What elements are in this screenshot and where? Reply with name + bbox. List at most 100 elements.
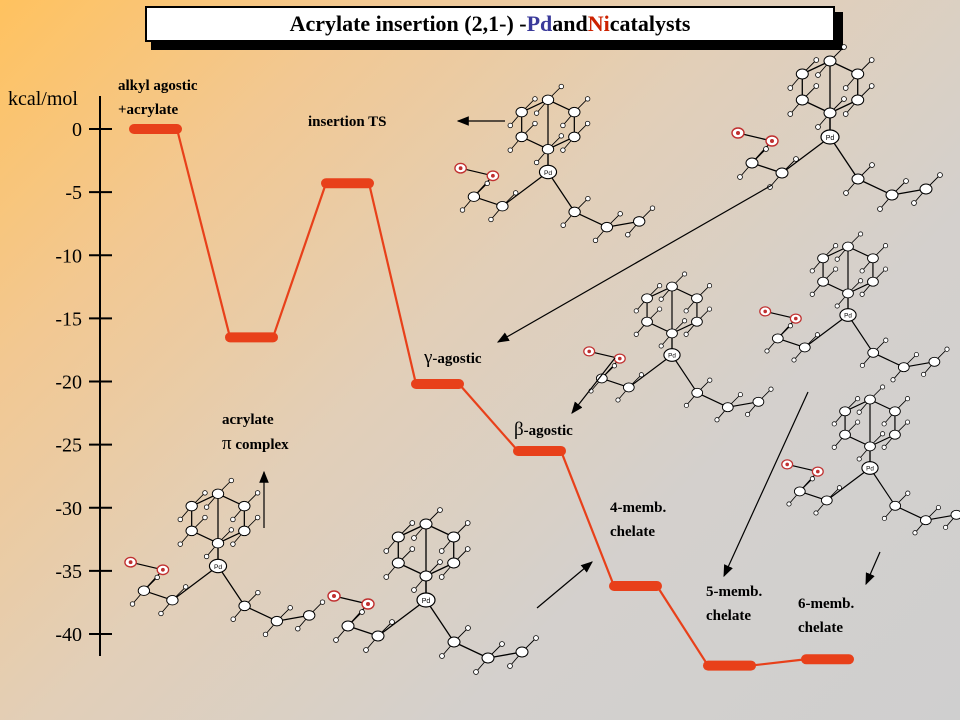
- carbon-atom: [839, 406, 851, 417]
- label-gamma-agostic: γ-agostic: [424, 346, 482, 371]
- hydrogen-atom: [881, 515, 887, 521]
- hydrogen-atom: [533, 110, 540, 116]
- label-5-memb-chelate: 5-memb. chelate: [706, 580, 762, 628]
- hydrogen-atom: [943, 524, 949, 530]
- hydrogen-atom: [409, 546, 416, 552]
- title-and: and: [552, 11, 588, 36]
- hydrogen-atom: [858, 278, 864, 284]
- bond: [502, 171, 549, 207]
- hydrogen-atom: [558, 83, 564, 90]
- carbon-atom: [885, 189, 899, 201]
- hydrogen-atom: [533, 635, 539, 641]
- hydrogen-atom: [833, 243, 839, 249]
- carbon-atom: [641, 293, 653, 304]
- hydrogen-atom: [409, 520, 416, 526]
- molecule-alkyl-agostic: Pd: [731, 44, 943, 212]
- hydrogen-atom: [858, 231, 864, 237]
- y-tick-label: -35: [55, 561, 82, 583]
- carbon-atom: [867, 276, 879, 287]
- hydrogen-atom: [841, 44, 847, 50]
- hydrogen-atom: [615, 397, 621, 403]
- hydrogen-atom: [880, 431, 886, 437]
- metal-atom: [208, 558, 228, 574]
- hydrogen-atom: [465, 625, 471, 631]
- hydrogen-atom: [869, 162, 875, 168]
- label-gamma-greek: γ: [424, 347, 433, 368]
- carbon-atom: [391, 531, 405, 543]
- hydrogen-atom: [809, 291, 815, 297]
- y-axis-unit-label: kcal/mol: [8, 88, 78, 110]
- hydrogen-atom: [786, 501, 792, 507]
- carbon-atom: [568, 206, 581, 218]
- metal-atom-label: Pd: [844, 313, 852, 320]
- hydrogen-atom: [359, 609, 365, 615]
- hydrogen-atom: [230, 541, 236, 547]
- profile-connector: [559, 450, 616, 587]
- metal-atom-label: Pd: [866, 466, 874, 473]
- hydrogen-atom: [255, 589, 261, 596]
- label-6memb-line2: chelate: [798, 620, 843, 636]
- carbon-atom: [303, 610, 316, 621]
- carbon-atom: [270, 615, 284, 627]
- hydrogen-atom: [905, 419, 911, 425]
- hydrogen-atom: [880, 384, 886, 390]
- bond: [847, 314, 874, 354]
- carbon-atom: [820, 495, 833, 506]
- carbon-atom: [633, 216, 646, 227]
- carbon-atom: [950, 509, 960, 520]
- carbon-atom: [691, 293, 703, 304]
- profile-connector: [175, 128, 232, 338]
- hydrogen-atom: [842, 111, 849, 117]
- label-4memb-line2: chelate: [610, 524, 655, 540]
- hydrogen-atom: [831, 421, 837, 427]
- hydrogen-atom: [791, 357, 797, 363]
- carbon-atom: [928, 356, 941, 367]
- carbon-atom: [137, 585, 151, 596]
- carbon-atom: [371, 630, 385, 642]
- label-4memb-line1: 4-memb.: [610, 500, 667, 516]
- y-tick-label: -5: [65, 182, 82, 204]
- hydrogen-atom: [183, 584, 189, 590]
- carbon-atom: [666, 281, 678, 292]
- arrow: [536, 561, 593, 609]
- hydrogen-atom: [905, 396, 911, 402]
- metal-atom: [820, 129, 840, 145]
- hydrogen-atom: [868, 83, 875, 89]
- carbon-atom: [889, 406, 901, 417]
- hydrogen-atom: [764, 348, 770, 354]
- label-beta-agostic: β-agostic: [514, 418, 573, 443]
- carbon-atom: [568, 131, 581, 143]
- y-tick-label: -40: [55, 624, 82, 646]
- profile-connector: [750, 658, 807, 667]
- hydrogen-atom: [363, 647, 369, 653]
- hydrogen-atom: [383, 548, 390, 554]
- hydrogen-atom: [881, 421, 887, 427]
- carbon-atom: [515, 131, 528, 143]
- hydrogen-atom: [488, 216, 494, 223]
- carbon-atom: [185, 500, 198, 512]
- metal-atom-label: Pd: [544, 170, 552, 177]
- hydrogen-atom: [903, 178, 909, 184]
- oxygen-core: [770, 139, 774, 143]
- bond: [671, 354, 698, 394]
- y-tick-label: -10: [55, 245, 82, 267]
- carbon-atom: [419, 518, 433, 530]
- carbon-atom: [568, 106, 581, 118]
- y-tick-label: -15: [55, 308, 82, 330]
- carbon-atom: [515, 106, 528, 118]
- hydrogen-atom: [833, 266, 839, 272]
- oxygen-core: [736, 131, 740, 135]
- oxygen-core: [618, 356, 622, 361]
- carbon-atom: [752, 396, 765, 407]
- hydrogen-atom: [584, 120, 591, 127]
- carbon-atom: [745, 157, 759, 169]
- arrow: [571, 357, 616, 414]
- hydrogen-atom: [883, 243, 889, 249]
- hydrogen-atom: [714, 417, 720, 423]
- bond: [804, 314, 849, 348]
- carbon-atom: [817, 253, 829, 264]
- carbon-atom: [795, 94, 809, 106]
- hydrogen-atom: [617, 211, 623, 217]
- hydrogen-atom: [658, 296, 664, 302]
- hydrogen-atom: [507, 122, 513, 129]
